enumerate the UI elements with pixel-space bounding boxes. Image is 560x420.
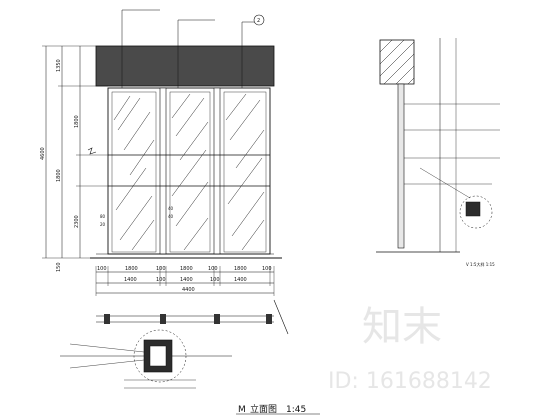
bottom-dimensions: 100 1800 100 1800 100 1800 100 1400 100 … [95, 266, 275, 296]
overall-height-dim: 4600 [40, 147, 46, 160]
middle-dimensions: 80 20 40 40 [100, 206, 174, 227]
drawing-caption: M 立面图 1:45 [236, 403, 320, 415]
watermark-id: ID: 161688142 [328, 369, 492, 394]
left-dimensions: 4600 1350 1800 2300 1800 150 [40, 45, 108, 272]
left-dim-1: 1350 [56, 59, 62, 72]
watermark: 知末 ID: 161688142 [328, 304, 492, 394]
bottom-row1-dim-6: 1800 [234, 266, 247, 272]
bottom-row2-dim-4: 100 [210, 277, 220, 283]
bottom-row1-dim-3: 100 [156, 266, 166, 272]
bottom-row1-dim-2: 1800 [125, 266, 138, 272]
overall-width-dim: 4400 [182, 287, 195, 293]
mullion-plan-detail [60, 329, 232, 389]
mid-dim-2: 20 [100, 222, 106, 227]
watermark-brand: 知末 [362, 304, 442, 350]
section-post [397, 83, 405, 249]
left-dim-5: 150 [56, 262, 62, 272]
left-dim-2: 1800 [74, 115, 80, 128]
bottom-row1-dim-5: 100 [208, 266, 218, 272]
caption-code: M [238, 405, 246, 415]
bottom-row1-dim-4: 1800 [180, 266, 193, 272]
mullion-1 [159, 87, 167, 255]
bottom-row2-dim-2: 100 [156, 277, 166, 283]
bottom-row1-dim-1: 100 [97, 266, 107, 272]
mid-dim-4: 40 [168, 214, 174, 219]
caption-scale: 1:45 [286, 405, 306, 415]
bottom-row1-dim-7: 100 [262, 266, 272, 272]
side-section: V 1:5大样 1:15 [376, 38, 500, 267]
header-band [95, 45, 275, 87]
caption-title: 立面图 [250, 403, 277, 415]
bottom-row2-dim-5: 1400 [234, 277, 247, 283]
glass-hatching [113, 93, 265, 251]
left-dim-3: 2300 [74, 215, 80, 228]
bottom-row2-dim-1: 1400 [124, 277, 137, 283]
left-dim-4: 1800 [56, 169, 62, 182]
plan-strip [96, 299, 289, 335]
main-elevation: 2 [90, 9, 282, 259]
bottom-row2-dim-3: 1400 [180, 277, 193, 283]
mid-dim-3: 40 [168, 206, 174, 211]
section-detail-note: V 1:5大样 1:15 [466, 261, 495, 267]
section-callout [253, 14, 265, 26]
mullion-2 [213, 87, 221, 255]
glass-panel-frame [107, 87, 271, 255]
mid-dim-1: 80 [100, 214, 106, 219]
section-callout-label: 2 [257, 18, 260, 24]
